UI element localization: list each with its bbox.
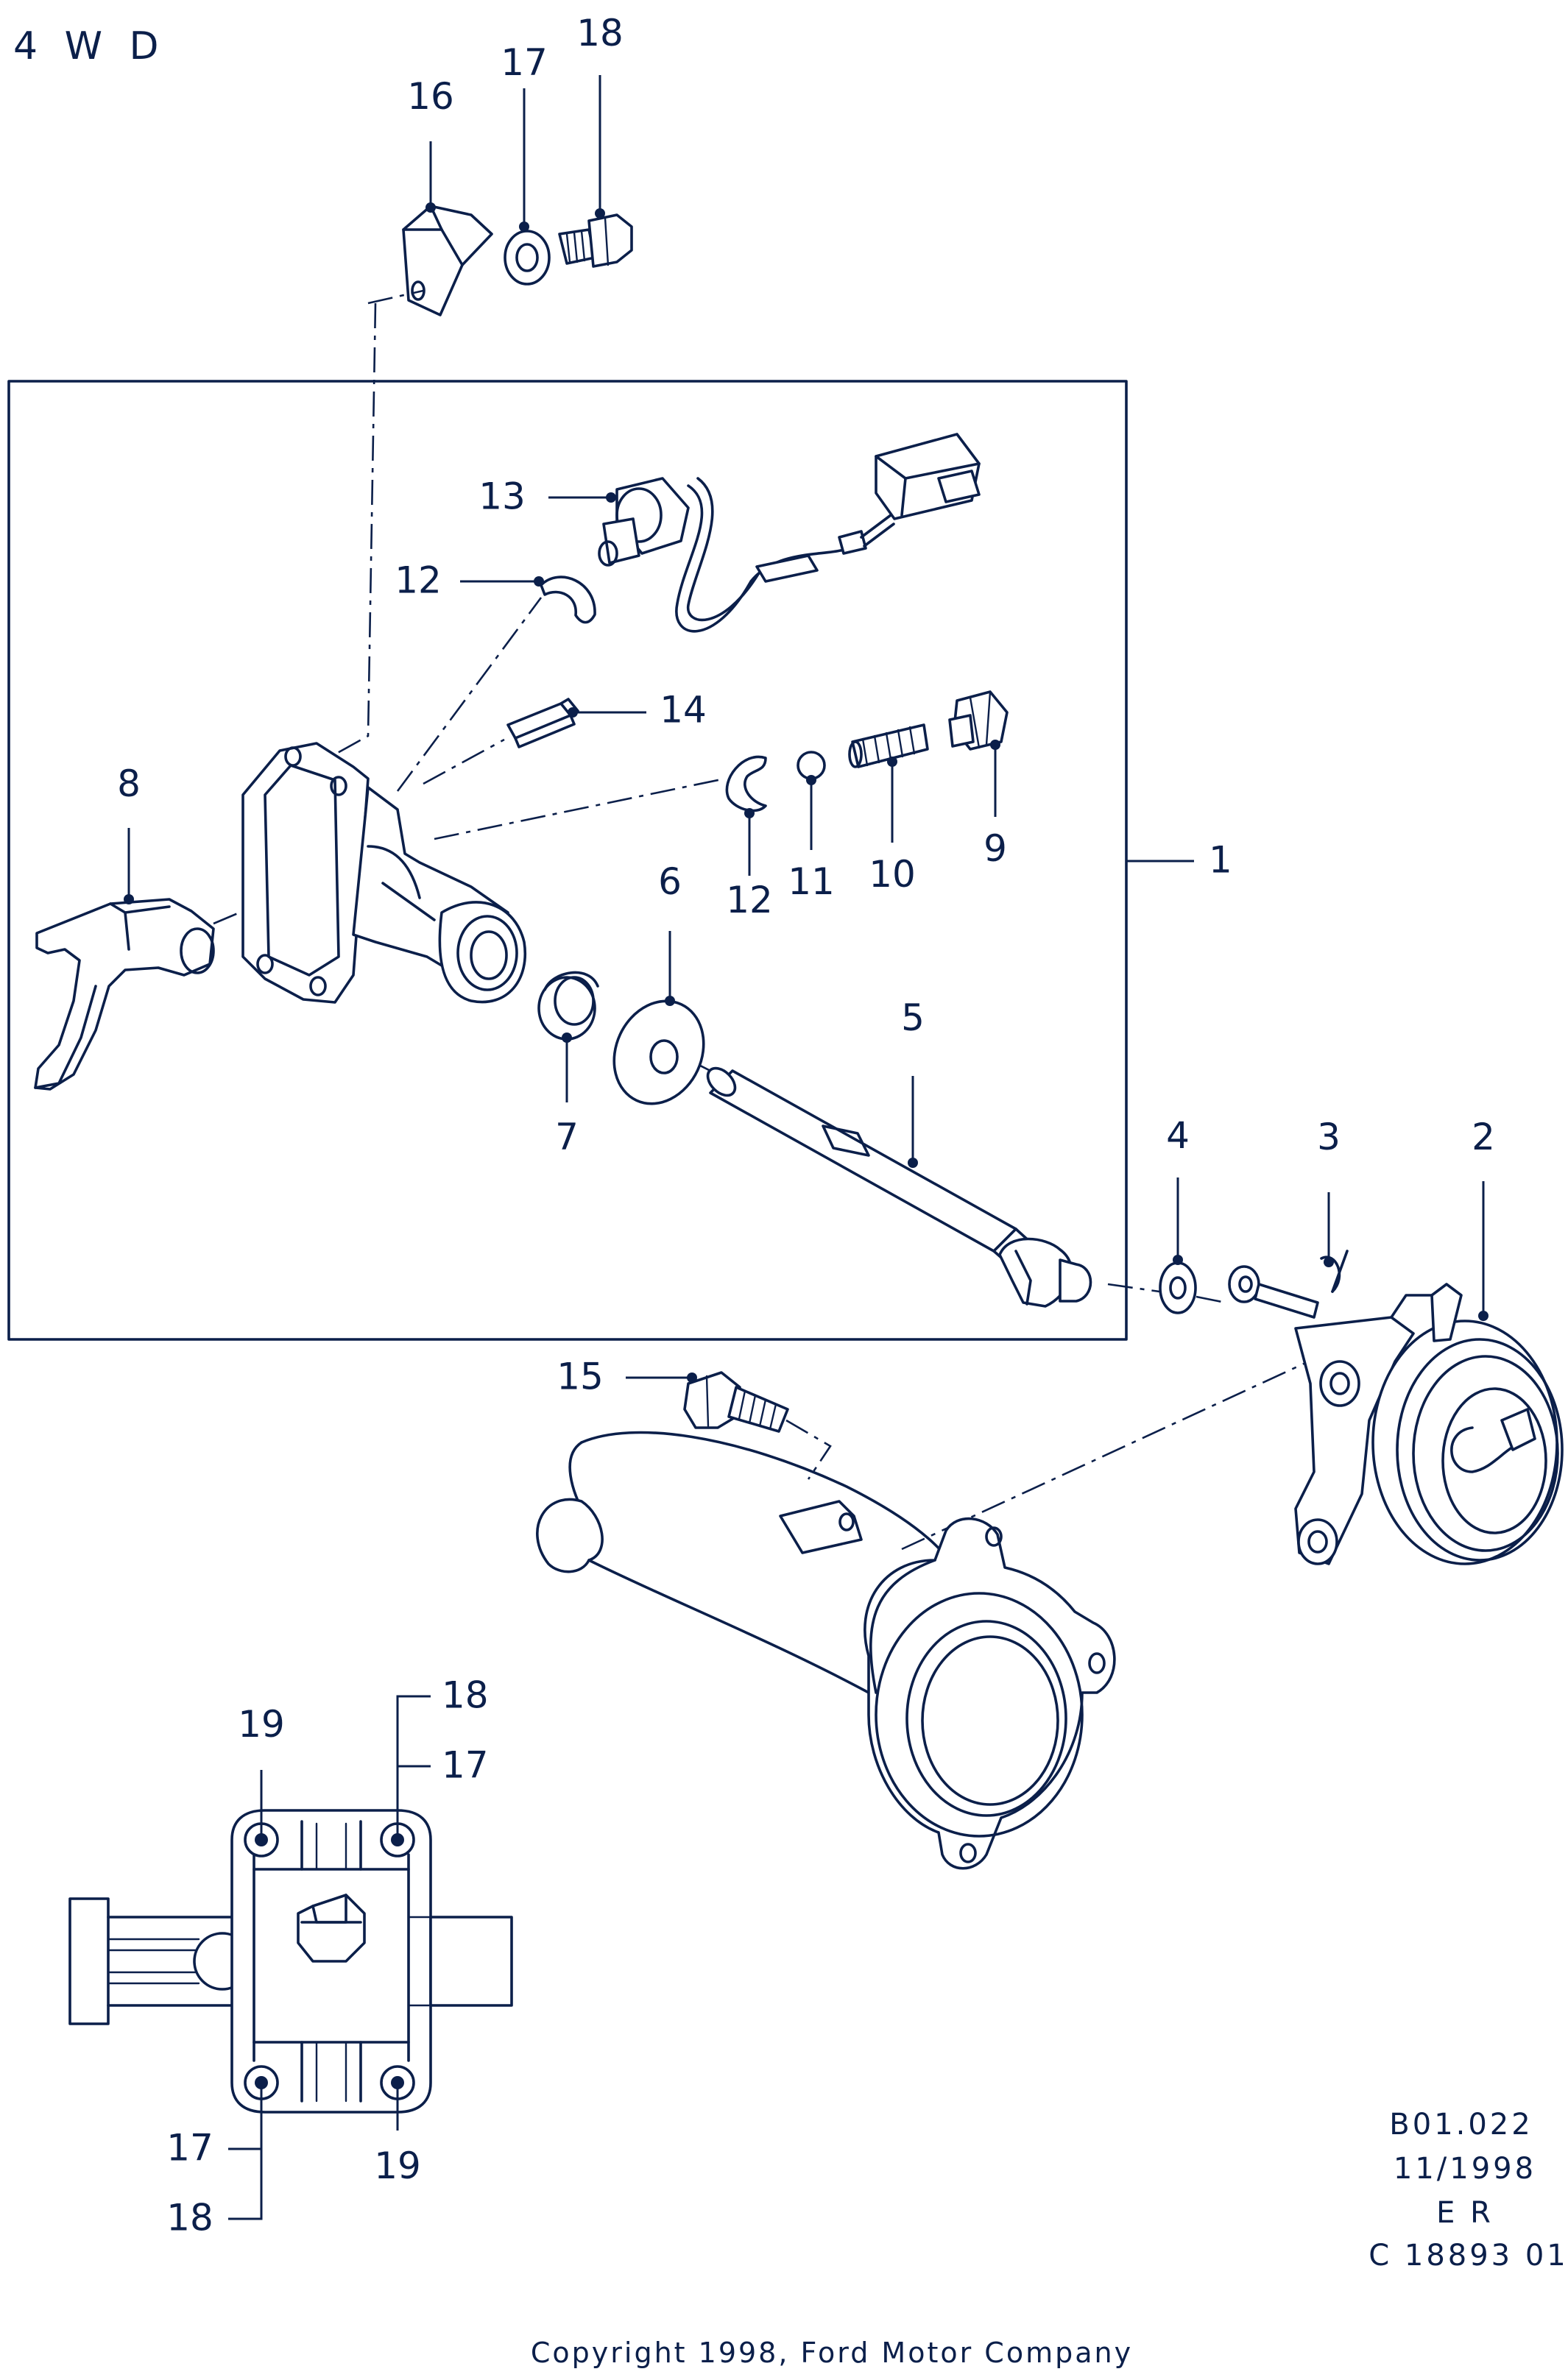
- callout-14: 14: [660, 689, 707, 732]
- leader-dot-13: [606, 492, 616, 503]
- leader-dot-8: [124, 894, 134, 904]
- leader-dot-7: [562, 1033, 572, 1043]
- part-3-line-fitting: [1228, 1250, 1349, 1319]
- part-11-ball: [797, 751, 826, 780]
- callout-11: 11: [788, 860, 835, 903]
- part-9-plug: [948, 690, 1009, 751]
- part-17-washer: [504, 230, 551, 286]
- part-13-switch-harness: [598, 433, 981, 633]
- callout-16: 16: [407, 75, 454, 118]
- alignment-lines: [213, 289, 1322, 1551]
- part-8-shift-fork: [34, 898, 215, 1091]
- leader-dot-17-top: [519, 222, 529, 232]
- callout-8: 8: [117, 762, 141, 805]
- leader-dot-10: [887, 757, 897, 767]
- leader-dot-9: [990, 740, 1000, 750]
- part-12-clip-upper: [540, 575, 596, 624]
- leader-dot-4: [1173, 1255, 1183, 1265]
- part-4-washer: [1159, 1261, 1197, 1314]
- callout-19-top: 19: [238, 1703, 285, 1746]
- callout-12-lower: 12: [726, 879, 773, 921]
- callout-10: 10: [869, 853, 916, 896]
- callout-19-bottom: 19: [374, 2145, 421, 2187]
- part-14-key: [506, 698, 579, 748]
- leader-dot-15: [687, 1373, 697, 1383]
- part-12-clip-lower: [725, 755, 767, 812]
- part-2-slave-cylinder: [1294, 1283, 1564, 1565]
- transmission-housing: [536, 1431, 1116, 1870]
- leader-18-right: [396, 1695, 431, 1840]
- part-15-bolt: [683, 1371, 789, 1433]
- callout-3: 3: [1317, 1116, 1341, 1158]
- part-7-seal: [537, 971, 599, 1041]
- ref-date: 11/1998: [1394, 2152, 1536, 2186]
- callout-5: 5: [901, 996, 925, 1039]
- leader-dot-11: [806, 775, 816, 785]
- drive-type-title: 4 W D: [13, 24, 166, 68]
- leader-dot-18-top: [595, 208, 605, 219]
- shift-housing: [241, 742, 526, 1004]
- ref-region: E R: [1436, 2196, 1494, 2230]
- copyright-footer: Copyright 1998, Ford Motor Company: [531, 2337, 1133, 2369]
- part-6-washer: [612, 999, 705, 1105]
- callout-13: 13: [478, 475, 526, 518]
- callout-18-right: 18: [442, 1674, 489, 1717]
- callout-4: 4: [1166, 1114, 1190, 1157]
- callout-17-top: 17: [501, 41, 548, 84]
- callout-17-right: 17: [442, 1744, 489, 1787]
- part-18-bolt: [558, 213, 633, 268]
- ref-diagram-code: B01.022: [1389, 2108, 1533, 2142]
- leader-dot-14: [568, 707, 578, 718]
- leader-dot-5: [908, 1158, 918, 1168]
- housing-plan-view: [68, 1809, 513, 2114]
- ref-catalog-number: C 18893 01: [1369, 2239, 1568, 2273]
- callout-15: 15: [557, 1356, 604, 1398]
- callout-6: 6: [658, 860, 682, 903]
- part-5-shift-shaft: [706, 1066, 1092, 1308]
- callout-7: 7: [555, 1116, 579, 1158]
- leader-dot-12-upper: [534, 576, 544, 587]
- callout-1: 1: [1209, 839, 1232, 882]
- callout-17-left: 17: [166, 2127, 213, 2170]
- leader-dot-2: [1478, 1311, 1488, 1321]
- callout-18-left: 18: [166, 2197, 213, 2239]
- leader-dot-3: [1324, 1257, 1334, 1267]
- leader-dot-12-lower: [744, 808, 755, 818]
- part-16-bracket: [402, 205, 493, 316]
- callout-18-top: 18: [576, 12, 624, 54]
- leader-18-left: [228, 2083, 263, 2220]
- callout-12-upper: 12: [395, 559, 442, 602]
- callout-9: 9: [983, 827, 1007, 870]
- callout-2: 2: [1472, 1116, 1495, 1158]
- leader-dot-6: [665, 996, 675, 1006]
- part-10-spring: [848, 723, 929, 768]
- leader-dot-16: [425, 202, 436, 213]
